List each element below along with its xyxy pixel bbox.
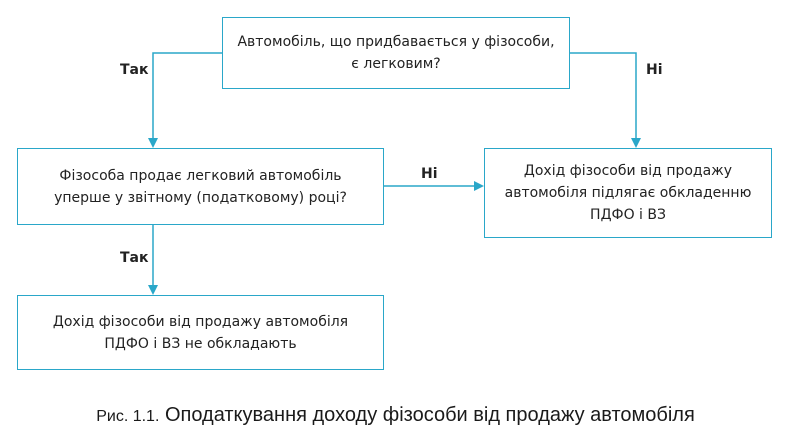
arrow-q1-no-to-taxed: [570, 52, 641, 148]
arrow-q1-yes-to-q2: [148, 52, 222, 148]
box-text-line: Фізособа продає легковий автомобіль: [59, 167, 342, 184]
box-text-line: Дохід фізособи від продажу автомобіля: [52, 313, 349, 330]
figure-caption-number: Рис. 1.1.: [96, 408, 160, 425]
figure-caption-title: Оподаткування доходу фізособи від продаж…: [164, 404, 695, 426]
box-text-line: автомобіля підлягає обкладенню: [504, 185, 752, 201]
decision-box-passenger-car: Автомобіль, що придбавається у фізособи,…: [222, 17, 570, 89]
box-text-line: ПДФО і ВЗ: [590, 207, 666, 223]
branch-label-yes: Так: [120, 62, 149, 78]
box-text-line: Автомобіль, що придбавається у фізособи,: [237, 34, 555, 50]
box-text-line: є легковим?: [351, 56, 441, 72]
box-text-line: Дохід фізособи від продажу: [523, 163, 733, 179]
box-text-line: уперше у звітному (податковому) році?: [54, 189, 347, 206]
result-box-taxed: Дохід фізособи від продажу автомобіля пі…: [484, 148, 772, 238]
branch-label-yes: Так: [120, 250, 149, 266]
box-text-line: ПДФО і ВЗ не обкладають: [104, 335, 297, 352]
branch-label-no: Ні: [646, 62, 663, 78]
result-box-not-taxed: Дохід фізособи від продажу автомобіля ПД…: [17, 295, 384, 370]
decision-box-first-sale: Фізособа продає легковий автомобіль упер…: [17, 148, 384, 225]
figure-caption: Рис. 1.1. Оподаткування доходу фізособи …: [0, 404, 791, 427]
branch-label-no: Ні: [421, 166, 438, 182]
